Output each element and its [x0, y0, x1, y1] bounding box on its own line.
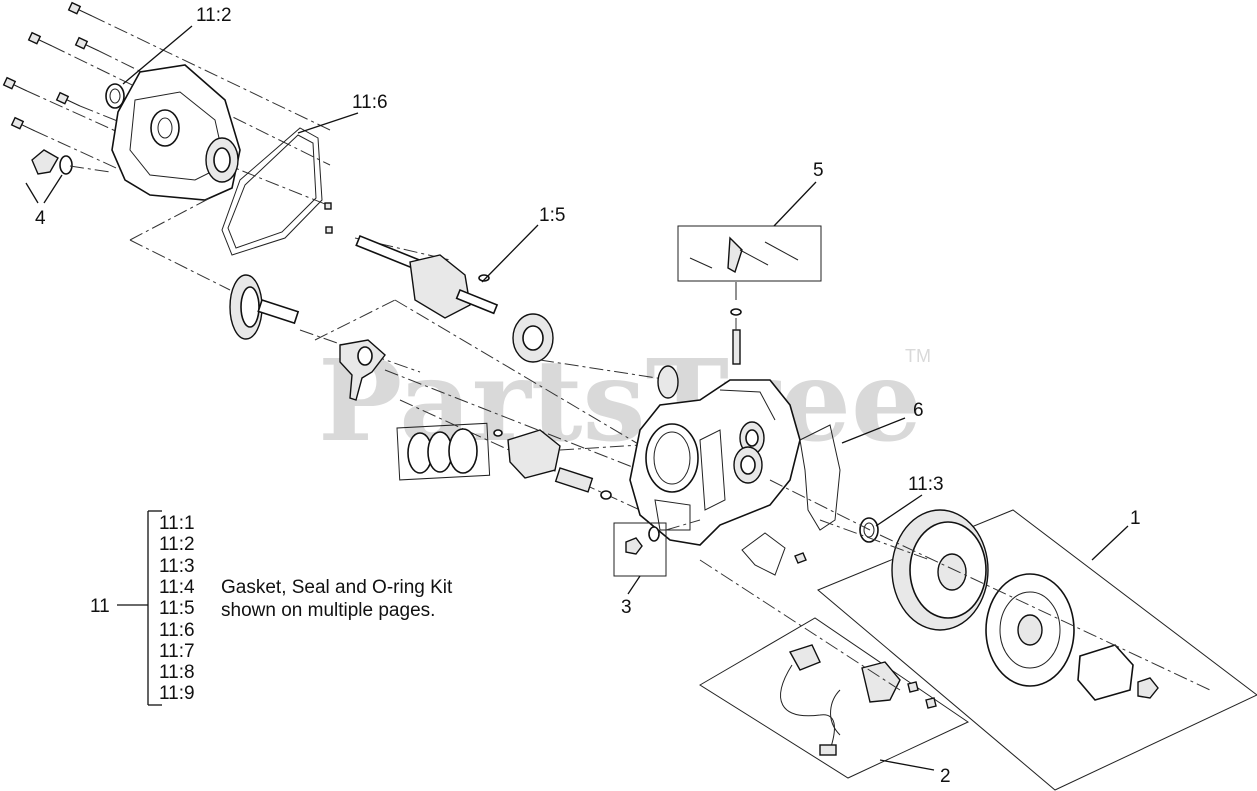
crankcase-cover-group: [2, 1, 451, 291]
governor-gear: [657, 365, 679, 399]
connecting-rod: [339, 339, 386, 401]
callout-2: 2: [940, 766, 951, 787]
kit-item-3: 11:3: [159, 556, 195, 577]
callout-11: 11: [90, 596, 110, 617]
callout-11-6: 11:6: [352, 92, 388, 113]
callout-3: 3: [621, 597, 632, 618]
piston-pin: [554, 467, 594, 493]
callout-6: 6: [913, 400, 924, 421]
watermark-trademark: TM: [905, 346, 931, 366]
kit-item-9: 11:9: [159, 683, 195, 704]
kit-item-5: 11:5: [159, 598, 195, 619]
callout-1-5: 1:5: [539, 205, 565, 226]
callout-11-2: 11:2: [196, 5, 232, 26]
cover-gasket: [221, 127, 323, 256]
ignition-group: [699, 559, 970, 779]
camshaft-group: [229, 274, 421, 373]
crankshaft-group: [355, 234, 554, 363]
o-ring: [59, 155, 73, 175]
cylinder-bore: [645, 423, 699, 493]
starter-cup: [1077, 644, 1134, 701]
leader-lines: [25, 25, 1129, 771]
kit-item-7: 11:7: [159, 641, 195, 662]
kit-note-line-2: shown on multiple pages.: [221, 600, 435, 621]
flywheel-nut: [1137, 677, 1159, 699]
flywheel-group: [817, 509, 1257, 791]
callout-1: 1: [1130, 508, 1141, 529]
callout-5: 5: [813, 160, 824, 181]
oil-fill-plug: [31, 149, 59, 175]
callout-4: 4: [35, 208, 46, 229]
kit-item-4: 11:4: [159, 577, 195, 598]
kit-list: 11:1 11:2 11:3 11:4 11:5 11:6 11:7 11:8 …: [117, 510, 453, 706]
kit-item-8: 11:8: [159, 662, 195, 683]
cover-bolts: [2, 1, 100, 132]
kit-item-2: 11:2: [159, 534, 195, 555]
drain-plug-box: [613, 519, 701, 577]
connecting-rod-group: [339, 339, 641, 471]
ignition-coil: [861, 661, 901, 703]
piston-rings-box: [396, 422, 491, 481]
crankshaft-gear: [409, 254, 471, 319]
governor-kit-box: [677, 225, 822, 365]
callout-11-3: 11:3: [908, 474, 944, 495]
kit-note-line-1: Gasket, Seal and O-ring Kit: [221, 577, 453, 598]
oil-seal: [105, 83, 125, 109]
kit-item-6: 11:6: [159, 620, 195, 641]
kit-item-1: 11:1: [159, 513, 195, 534]
spark-plug-wire: [788, 644, 821, 671]
piston-group: [396, 422, 641, 500]
engine-block: [629, 365, 801, 546]
breather-cover: [741, 532, 786, 576]
piston: [507, 429, 561, 479]
side-gasket: [799, 424, 841, 531]
